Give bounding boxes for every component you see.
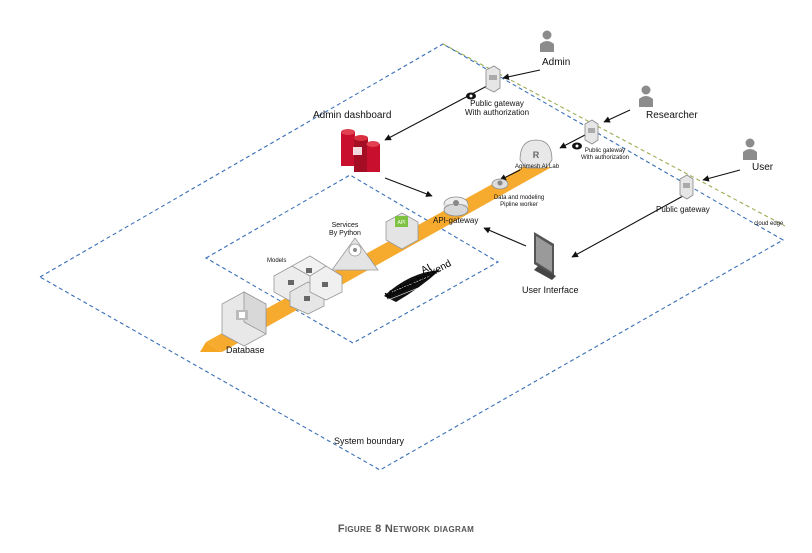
models-cubes-icon	[273, 255, 343, 315]
figure-caption: Figure 8 Network diagram	[337, 523, 475, 535]
pipeline-worker-label-line2: Pipline worker	[500, 202, 538, 208]
models-label: Models	[267, 258, 287, 264]
researcher-gateway-server-icon	[584, 119, 599, 145]
user-interface-monitor-icon	[534, 232, 556, 280]
admin-gateway-server-icon	[485, 65, 501, 93]
connection-arrows	[384, 69, 741, 258]
user-gateway-server-icon	[679, 174, 694, 200]
api-gateway-label: API-gateway	[433, 216, 479, 225]
backend-boundary-outline	[204, 174, 500, 344]
services-label: Services By Python	[320, 222, 370, 238]
pipeline-worker-icon	[491, 178, 509, 190]
models-backend-ai-icon	[384, 270, 440, 302]
user-label: User	[752, 162, 774, 173]
database-label: Database	[226, 345, 265, 355]
admin-person-icon	[540, 30, 554, 52]
researcher-label: Researcher	[646, 110, 698, 121]
researcher-gateway-label-line2: With authorization	[580, 155, 630, 161]
svg-text:R: R	[533, 150, 540, 160]
services-label-line1: Services	[331, 222, 359, 229]
admin-gateway-label-line2: With authorization	[464, 108, 530, 117]
api-green-box-icon: API	[385, 212, 419, 250]
admin-label: Admin	[542, 57, 571, 68]
admin-gateway-label-line1: Public gateway	[470, 99, 524, 108]
user-gateway-label: Public gateway	[656, 205, 710, 214]
user-interface-label: User Interface	[522, 285, 579, 295]
svg-text:API: API	[397, 220, 405, 226]
pipeline-worker-label-line1: Data and modeling	[493, 195, 545, 201]
pipeline-worker-label: Data and modeling Pipline worker	[489, 195, 549, 209]
services-label-line2: By Python	[329, 230, 361, 237]
flow-band-arrowhead	[200, 342, 222, 352]
researcher-gateway-label-line1: Public gateway	[584, 148, 626, 154]
admin-dashboard-label: Admin dashboard	[313, 110, 392, 121]
database-icon	[221, 291, 267, 347]
cloud-edge-label: cloud edge	[754, 221, 784, 227]
ai-lab-label: Agrimesh AI Lab	[515, 164, 560, 170]
system-boundary-label: System boundary	[334, 436, 405, 446]
researcher-auth-lock-icon	[572, 142, 582, 150]
admin-dashboard-red-cylinder-icon	[341, 129, 380, 172]
researcher-person-icon	[639, 85, 653, 107]
ai-lab-dome-icon: R	[519, 139, 553, 169]
user-person-icon	[743, 138, 757, 160]
services-python-icon	[331, 237, 379, 271]
system-boundary-outline	[38, 43, 785, 471]
researcher-gateway-label: Public gateway With authorization	[575, 148, 635, 162]
admin-auth-lock-icon	[466, 92, 476, 100]
admin-gateway-label: Public gateway With authorization	[458, 99, 536, 117]
api-gateway-icon	[443, 196, 469, 217]
